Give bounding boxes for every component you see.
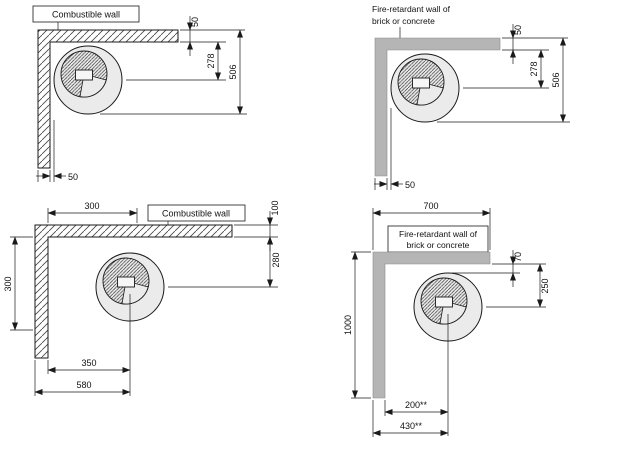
dim-center-distance: 250 xyxy=(537,263,550,308)
panel-fire-retardant-offset: 700 Fire-retardant wall of brick or conc… xyxy=(343,201,550,437)
heater xyxy=(390,53,460,123)
dim-side-total: 580 xyxy=(34,360,131,396)
wall-label-line1: Fire-retardant wall of xyxy=(399,229,478,239)
dim-bottom-inner-value: 200** xyxy=(405,400,428,410)
dim-bottom-inner: 200** xyxy=(384,400,449,416)
dim-top-gap: 50 xyxy=(187,16,200,56)
wall-label-line2: brick or concrete xyxy=(372,16,435,26)
dim-side-height-value: 1000 xyxy=(343,315,353,335)
wall-label-line1: Fire-retardant wall of xyxy=(372,4,451,14)
dim-top-gap: 70 xyxy=(510,250,523,287)
dim-extension-lines xyxy=(100,29,247,115)
fire-retardant-wall xyxy=(374,37,501,177)
wall-label-box xyxy=(147,204,246,222)
wall-label-box xyxy=(32,5,140,23)
dim-side-gap-value: 50 xyxy=(68,172,78,182)
wall-label: Combustible wall xyxy=(162,209,230,219)
dim-top-gap-value: 100 xyxy=(270,200,280,215)
dim-center-value: 280 xyxy=(271,252,281,267)
panel-combustible-offset: 300 Combustible wall 100 280 300 xyxy=(3,200,281,396)
dim-top-width-value: 700 xyxy=(423,201,438,211)
dim-center-value: 250 xyxy=(540,278,550,293)
dim-bottom-outer-value: 430** xyxy=(400,421,423,431)
dim-side-gap: 50 xyxy=(36,120,78,182)
dim-top-width: 700 xyxy=(372,201,491,250)
dim-side-center: 350 xyxy=(47,358,131,374)
dim-total-value: 506 xyxy=(228,64,238,79)
dim-center-distance: 280 xyxy=(267,236,281,288)
dim-bottom-outer: 430** xyxy=(372,400,449,437)
dim-center-distance: 278 xyxy=(529,49,544,89)
dim-top-gap-value: 50 xyxy=(513,25,523,35)
dim-top-width-value: 300 xyxy=(84,201,99,211)
dim-side-center-value: 350 xyxy=(81,358,96,368)
panel-combustible-corner: Combustible wall 50 278 506 xyxy=(32,5,247,182)
dim-side-total-value: 580 xyxy=(76,380,91,390)
wall-label-box xyxy=(387,225,489,253)
dim-top-gap-value: 70 xyxy=(513,252,523,262)
dim-total-distance: 506 xyxy=(228,29,243,115)
combustible-wall xyxy=(37,29,179,169)
panel-fire-retardant-corner: Fire-retardant wall of brick or concrete… xyxy=(372,4,570,190)
combustible-wall xyxy=(34,224,233,359)
dim-side-height: 1000 xyxy=(343,251,358,399)
wall-label: Combustible wall xyxy=(52,10,120,20)
dim-side-gap: 50 xyxy=(374,108,415,190)
dim-top-gap: 100 xyxy=(267,200,280,251)
dim-center-distance: 278 xyxy=(206,41,221,81)
dim-total-distance: 506 xyxy=(551,37,566,123)
dim-top-gap: 50 xyxy=(510,24,523,64)
dim-top-width: 300 xyxy=(47,201,138,223)
fire-retardant-wall xyxy=(372,251,491,399)
dim-total-value: 506 xyxy=(551,72,561,87)
dim-side-height: 300 xyxy=(3,236,18,331)
dim-side-height-value: 300 xyxy=(3,276,13,291)
heater xyxy=(53,45,123,115)
wall-label-line2: brick or concrete xyxy=(407,240,470,250)
dim-center-value: 278 xyxy=(206,53,216,68)
dim-side-gap-value: 50 xyxy=(405,180,415,190)
dim-center-value: 278 xyxy=(529,61,539,76)
dim-top-gap-value: 50 xyxy=(190,17,200,27)
